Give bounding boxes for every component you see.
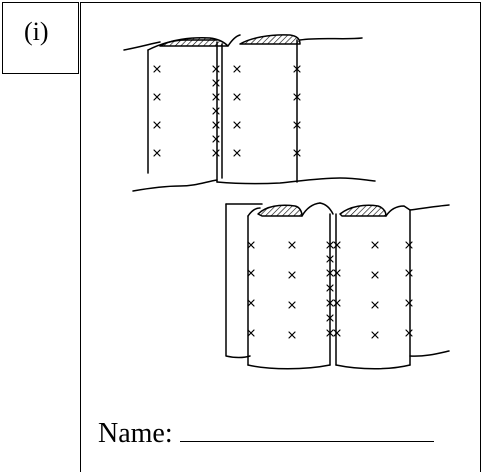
item-label: (i) xyxy=(24,17,49,46)
item-label-box: (i) xyxy=(2,2,79,74)
fabric-fold-diagram xyxy=(123,34,450,370)
illustration-panel xyxy=(80,2,481,472)
upper-pleat-figure xyxy=(123,34,376,192)
lower-stitch-marks xyxy=(247,241,413,339)
name-field: Name: xyxy=(98,417,434,451)
lower-pleat-figure xyxy=(225,202,450,370)
name-blank-line[interactable] xyxy=(179,417,434,442)
upper-stitch-marks xyxy=(153,65,301,157)
name-label: Name: xyxy=(98,418,173,449)
